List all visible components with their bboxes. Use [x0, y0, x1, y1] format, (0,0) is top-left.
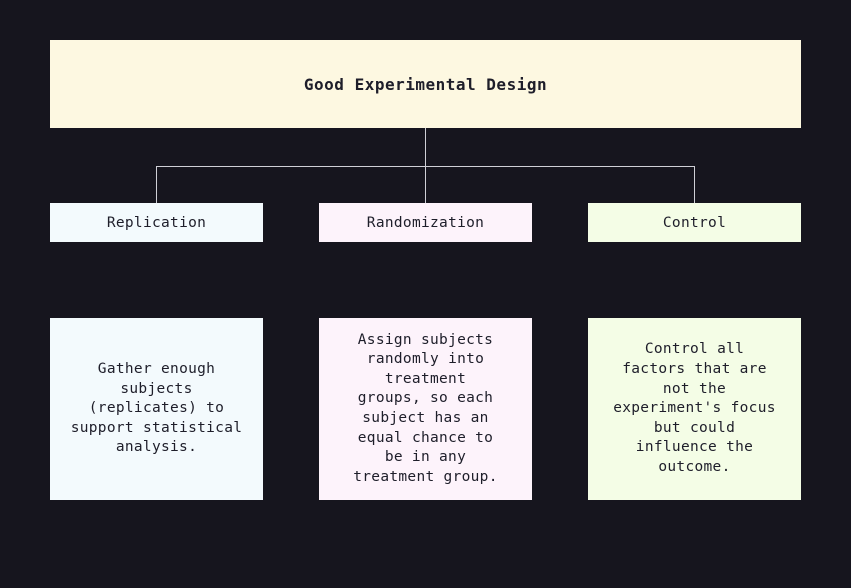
- description-box-replication: Gather enough subjects (replicates) to s…: [50, 318, 263, 500]
- description-text-control: Control all factors that are not the exp…: [613, 341, 776, 475]
- category-label-control: Control: [662, 214, 727, 231]
- description-box-randomization: Assign subjects randomly into treatment …: [319, 318, 532, 500]
- title-box: Good Experimental Design: [50, 40, 801, 128]
- category-box-control: Control: [588, 203, 801, 242]
- category-box-replication: Replication: [50, 203, 263, 242]
- diagram-title: Good Experimental Design: [303, 74, 548, 94]
- description-text-replication: Gather enough subjects (replicates) to s…: [70, 361, 243, 456]
- category-box-randomization: Randomization: [319, 203, 532, 242]
- category-label-randomization: Randomization: [366, 214, 485, 231]
- category-label-replication: Replication: [106, 214, 207, 231]
- description-text-randomization: Assign subjects randomly into treatment …: [353, 331, 498, 485]
- description-box-control: Control all factors that are not the exp…: [588, 318, 801, 500]
